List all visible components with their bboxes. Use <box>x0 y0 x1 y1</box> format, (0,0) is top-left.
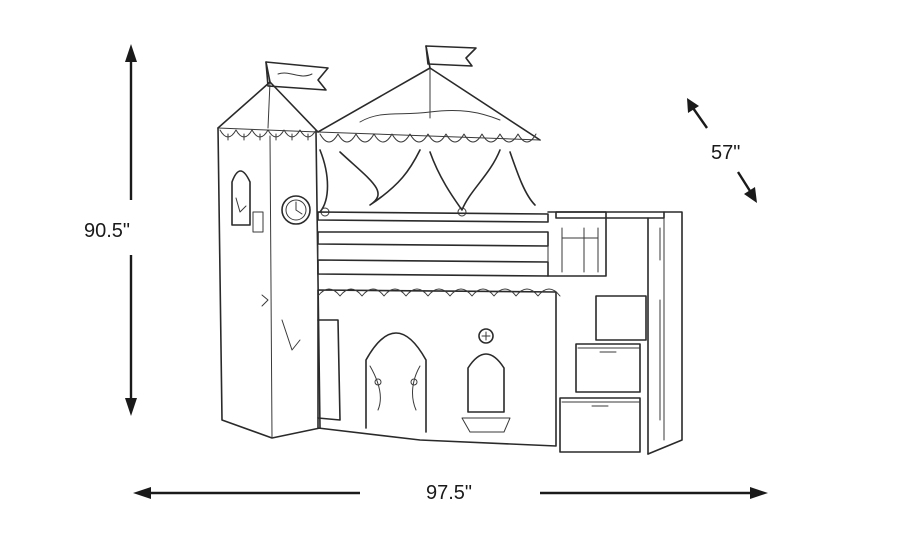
depth-arrow <box>687 98 757 203</box>
canopy <box>317 45 541 217</box>
width-arrow <box>133 487 768 499</box>
height-arrow <box>125 44 137 416</box>
left-tower <box>217 61 329 439</box>
staircase <box>555 211 683 455</box>
bed-frame <box>317 211 607 277</box>
depth-label: 57" <box>711 142 741 164</box>
height-label: 90.5" <box>84 220 131 242</box>
lower-castle-wall <box>317 288 561 447</box>
width-label: 97.5" <box>426 482 473 504</box>
